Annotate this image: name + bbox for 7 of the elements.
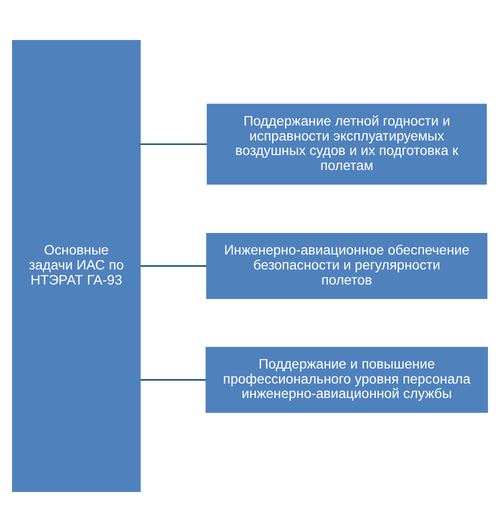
connector	[140, 379, 206, 381]
connector	[140, 143, 207, 146]
node-box: Основные задачи ИАС по НТЭРАТ ГА-93	[12, 40, 141, 492]
node-box: Поддержание и повышение профессионального уровня персонала инженерно-авиационной службы	[206, 346, 488, 413]
node-box: Поддержание летной годности и исправности эксплуатируемых воздушных судов и их подготовка к полетам	[206, 104, 487, 185]
node-box: Инженерно-авиационное обеспечение безопасности и регулярности полетов	[206, 232, 488, 300]
connector	[140, 265, 206, 267]
